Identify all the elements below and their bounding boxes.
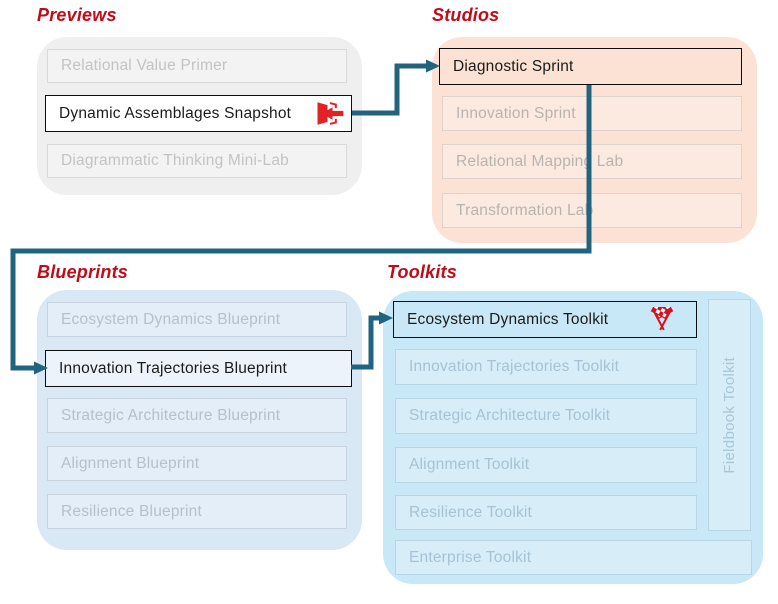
item-label: Ecosystem Dynamics Blueprint xyxy=(61,310,281,328)
item-resilience-toolkit: Resilience Toolkit xyxy=(395,495,697,530)
item-relational-mapping-lab: Relational Mapping Lab xyxy=(442,144,742,179)
item-strategic-architecture-blueprint: Strategic Architecture Blueprint xyxy=(47,398,347,433)
item-enterprise-toolkit: Enterprise Toolkit xyxy=(395,540,752,575)
item-fieldbook-toolkit: Fieldbook Toolkit xyxy=(708,299,751,531)
item-diagrammatic-thinking-mini-lab: Diagrammatic Thinking Mini-Lab xyxy=(47,144,347,178)
group-title-previews: Previews xyxy=(37,5,117,25)
item-label: Strategic Architecture Blueprint xyxy=(61,406,281,424)
item-label: Relational Value Primer xyxy=(61,57,228,74)
item-innovation-sprint: Innovation Sprint xyxy=(442,96,742,131)
item-label: Strategic Architecture Toolkit xyxy=(409,407,611,424)
item-diagnostic-sprint: Diagnostic Sprint xyxy=(439,48,742,85)
item-label: Innovation Sprint xyxy=(456,104,576,122)
item-strategic-architecture-toolkit: Strategic Architecture Toolkit xyxy=(395,398,697,434)
item-label: Relational Mapping Lab xyxy=(456,152,624,170)
item-label: Innovation Trajectories Toolkit xyxy=(409,358,620,375)
item-label: Ecosystem Dynamics Toolkit xyxy=(407,310,609,328)
item-dynamic-assemblages-snapshot: Dynamic Assemblages Snapshot xyxy=(45,95,352,132)
item-transformation-lab: Transformation Lab xyxy=(442,193,742,228)
finish-flags-icon xyxy=(642,307,682,332)
item-label: Innovation Trajectories Blueprint xyxy=(59,359,288,377)
item-label: Resilience Toolkit xyxy=(409,503,533,521)
item-innovation-trajectories-blueprint: Innovation Trajectories Blueprint xyxy=(45,350,352,387)
item-label: Diagnostic Sprint xyxy=(453,57,574,75)
item-label: Dynamic Assemblages Snapshot xyxy=(59,104,292,122)
item-alignment-toolkit: Alignment Toolkit xyxy=(395,447,697,483)
item-label: Resilience Blueprint xyxy=(61,502,202,520)
item-label: Diagrammatic Thinking Mini-Lab xyxy=(61,152,289,169)
item-label: Fieldbook Toolkit xyxy=(721,356,738,474)
group-title-studios: Studios xyxy=(432,5,500,25)
item-label: Enterprise Toolkit xyxy=(409,548,532,566)
item-resilience-blueprint: Resilience Blueprint xyxy=(47,494,347,529)
item-innovation-trajectories-toolkit: Innovation Trajectories Toolkit xyxy=(395,349,697,385)
item-label: Alignment Toolkit xyxy=(409,456,530,473)
item-ecosystem-dynamics-toolkit: Ecosystem Dynamics Toolkit xyxy=(393,301,697,338)
item-alignment-blueprint: Alignment Blueprint xyxy=(47,446,347,481)
item-label: Transformation Lab xyxy=(456,201,594,219)
item-label: Alignment Blueprint xyxy=(61,454,200,472)
item-ecosystem-dynamics-blueprint: Ecosystem Dynamics Blueprint xyxy=(47,302,347,337)
item-relational-value-primer: Relational Value Primer xyxy=(47,49,347,83)
door-enter-icon xyxy=(315,99,345,128)
group-title-toolkits: Toolkits xyxy=(387,262,457,282)
group-title-blueprints: Blueprints xyxy=(37,262,129,282)
connector-snapshot-to-diagnostic xyxy=(352,63,428,116)
